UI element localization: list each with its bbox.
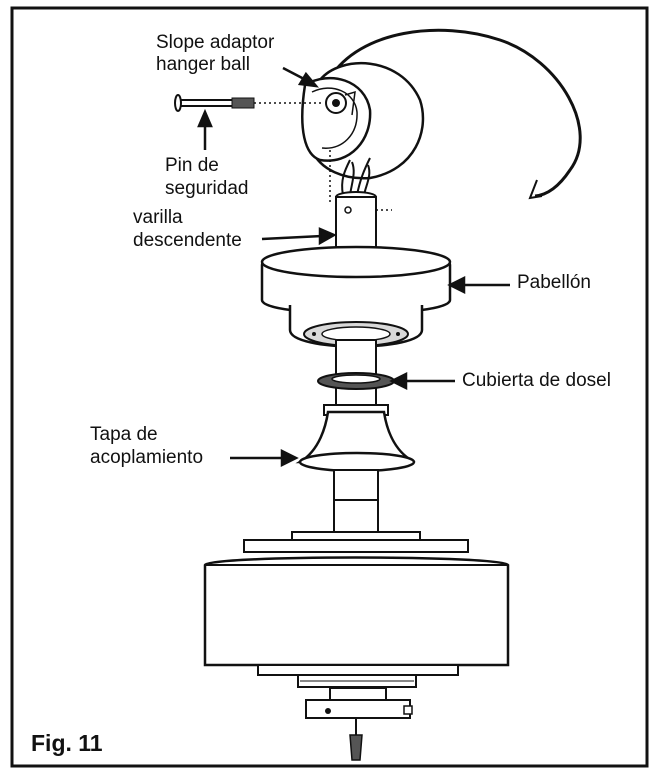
label-cubierta: Cubierta de dosel bbox=[462, 370, 611, 391]
safety-pin bbox=[174, 94, 322, 112]
coupling-cover bbox=[295, 404, 416, 473]
label-descendente: descendente bbox=[133, 230, 242, 251]
label-hanger-ball: hanger ball bbox=[156, 54, 251, 75]
switch-housing bbox=[305, 687, 413, 761]
label-pin: Pin de bbox=[165, 155, 219, 176]
canopy bbox=[260, 245, 452, 348]
label-tapa: Tapa de bbox=[90, 424, 158, 445]
label-seguridad: seguridad bbox=[165, 178, 249, 199]
hanger-ball bbox=[301, 61, 425, 180]
leader-arrows bbox=[197, 66, 510, 468]
label-acoplamiento: acoplamiento bbox=[90, 447, 204, 468]
label-varilla: varilla bbox=[133, 207, 183, 228]
figure-caption: Fig. 11 bbox=[31, 730, 103, 756]
label-pabellon: Pabellón bbox=[517, 272, 591, 293]
motor-housing bbox=[203, 556, 510, 688]
motor-coupling bbox=[243, 469, 469, 553]
canopy-cover-ring bbox=[317, 372, 395, 390]
label-slope-adaptor: Slope adaptor bbox=[156, 32, 275, 53]
safety-cable-end bbox=[528, 179, 543, 200]
diagram-border bbox=[10, 6, 649, 768]
safety-cable bbox=[328, 28, 582, 198]
